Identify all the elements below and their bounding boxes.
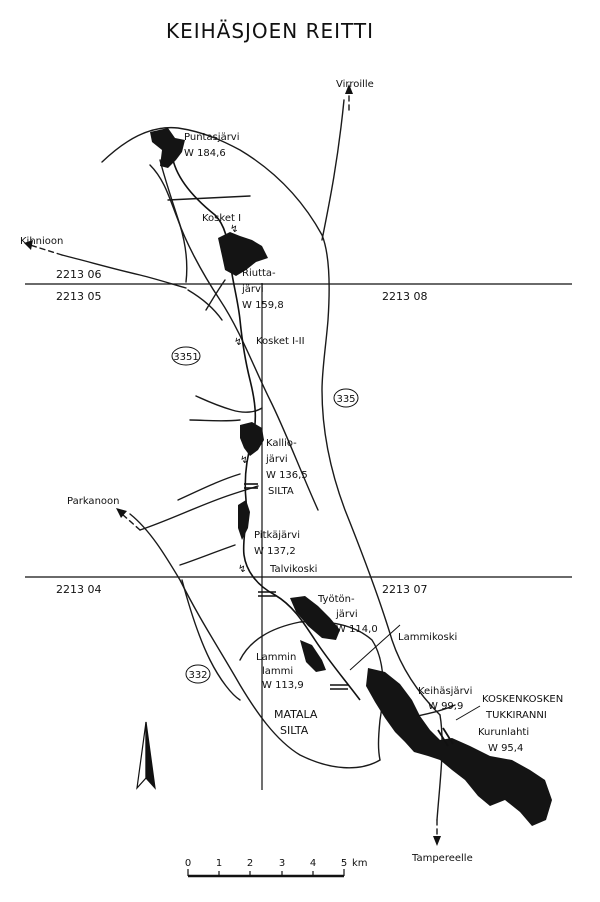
rapid-symbol: ↯: [230, 224, 238, 235]
label-kallio1: Kallio-: [266, 438, 297, 449]
label-tyoton-w: W 114,0: [336, 624, 378, 635]
road-tampereelle: [436, 714, 443, 821]
label-riutta2: järvi: [241, 284, 264, 295]
label-kallio2: järvi: [265, 454, 288, 465]
road-cross-1: [167, 195, 251, 201]
road-north-link: [159, 159, 188, 283]
leader-line: [349, 624, 401, 671]
label-lammin1: Lammin: [256, 652, 296, 663]
scale-tick-label: 0: [185, 858, 191, 869]
rapids-symbols: ↯ ↯ ↯ ↯: [230, 224, 481, 747]
label-puntasjarvi: Puntasjärvi: [184, 132, 240, 143]
road-number-circle: [333, 388, 359, 408]
label-silta: SILTA: [268, 486, 294, 497]
scale-tick-label: 4: [310, 858, 316, 869]
lake-tyotonjarvi: [290, 596, 340, 640]
road-numbers: 3351 335 332: [171, 346, 359, 684]
label-riutta1: Riutta-: [242, 268, 276, 279]
road-number-circle: [171, 346, 201, 366]
label-koskenkosken: KOSKENKOSKEN: [482, 694, 563, 705]
sheet-label-e: 2213 08: [382, 290, 428, 303]
lake-riuttajarvi: [218, 232, 268, 276]
lake-kalliojarvi: [240, 422, 264, 456]
road-cross-5: [179, 544, 236, 566]
sheet-label-nw: 2213 06: [56, 268, 102, 281]
label-kurunlahti: Kurunlahti: [478, 727, 529, 738]
road-3351-branch: [189, 419, 241, 422]
label-kallio-w: W 136,5: [266, 470, 308, 481]
direction-west-label: Kihnioon: [20, 236, 63, 247]
road-cross-3: [205, 279, 226, 311]
label-keihasjarvi-w: W 99,9: [428, 701, 463, 712]
road-332: [181, 579, 241, 701]
road-number-circle: [185, 664, 211, 684]
scale-bar: 0 1 2 3 4 5 km: [185, 858, 368, 878]
label-keihasjarvi: Keihäsjärvi: [418, 686, 472, 697]
bridge-symbol: [442, 727, 454, 745]
road-cross-4: [177, 473, 241, 501]
road-3351-loop: [195, 395, 263, 413]
north-arrow-icon: [136, 721, 156, 790]
road-virroille: [321, 99, 345, 241]
arrow-sw-line: [121, 513, 141, 531]
rapid-symbol: ↯: [234, 337, 242, 348]
label-matala: MATALA: [274, 708, 318, 721]
label-matala-silta: SILTA: [280, 724, 309, 737]
label-pitkajarvi: Pitkäjärvi: [254, 530, 300, 541]
lakes: [150, 128, 552, 826]
arrow-west-icon: [24, 240, 33, 250]
direction-north-label: Virroille: [336, 79, 374, 90]
direction-arrows: [24, 84, 441, 846]
road-parkanoon: [129, 513, 381, 769]
label-lammikoski: Lammikoski: [398, 632, 457, 643]
map-title: KEIHÄSJOEN REITTI: [166, 19, 374, 43]
road-main-east: [101, 126, 441, 716]
label-kosket1: Kosket I: [202, 213, 241, 224]
lake-pitkajarvi: [238, 500, 250, 540]
label-riutta-w: W 159,8: [242, 300, 284, 311]
label-talvikoski: Talvikoski: [269, 564, 317, 575]
scale-tick-label: 2: [247, 858, 253, 869]
bridge-symbol: [437, 729, 449, 747]
scale-tick-label: 5: [341, 858, 347, 869]
arrow-north-icon: [345, 84, 353, 94]
road-number-335: 335: [336, 394, 355, 405]
direction-southwest-label: Parkanoon: [67, 496, 119, 507]
arrow-sw-icon: [116, 508, 127, 518]
arrow-west-line: [29, 244, 63, 256]
label-kurunlahti-w: W 95,4: [488, 743, 523, 754]
rapid-symbol: ↯: [240, 455, 248, 466]
lake-keihasjarvi: [366, 668, 552, 826]
label-kosket12: Kosket I-II: [256, 336, 305, 347]
scale-tick-label: 1: [216, 858, 222, 869]
leader-line: [455, 705, 481, 721]
direction-south-label: Tampereelle: [411, 853, 473, 864]
label-tyoton2: järvi: [335, 609, 358, 620]
scale-tick-label: 3: [279, 858, 285, 869]
road-number-332: 332: [188, 670, 207, 681]
label-tyoton1: Työtön-: [317, 594, 355, 605]
label-lammin2: lammi: [262, 666, 293, 677]
label-puntasjarvi-w: W 184,6: [184, 148, 226, 159]
lake-lamminlammi: [300, 640, 326, 672]
arrow-south-icon: [433, 836, 441, 846]
road-number-3351: 3351: [173, 352, 198, 363]
road-west-parallel: [149, 164, 319, 511]
label-lammin-w: W 113,9: [262, 680, 304, 691]
lake-puntasjarvi: [150, 128, 185, 168]
sheet-label-w: 2213 05: [56, 290, 102, 303]
road-south-loop: [239, 620, 384, 761]
scale-unit: km: [352, 858, 368, 869]
label-pitkajarvi-w: W 137,2: [254, 546, 296, 557]
label-tukkiranni: TUKKIRANNI: [485, 710, 547, 721]
sheet-label-sw: 2213 04: [56, 583, 102, 596]
sheet-label-se: 2213 07: [382, 583, 428, 596]
road-kihnioon: [61, 254, 187, 289]
rapid-symbol: ↯: [238, 564, 246, 575]
